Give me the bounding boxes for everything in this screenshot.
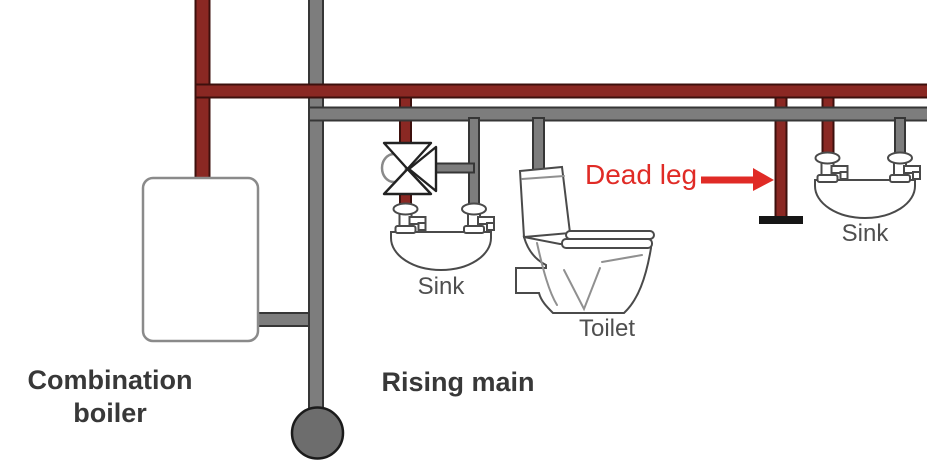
hot-faucet-icon xyxy=(392,202,427,234)
dead-leg-label: Dead leg xyxy=(585,159,698,190)
cold-faucet-icon xyxy=(887,151,921,183)
sink-basin xyxy=(390,231,492,271)
dead-leg-cap xyxy=(759,216,803,224)
hot-faucet-icon xyxy=(814,151,849,183)
sink-right-hot-pipe xyxy=(821,90,835,159)
mixing-valve-icon xyxy=(380,141,438,196)
sink-basin xyxy=(814,179,916,219)
rising-main-label: Rising main xyxy=(381,367,535,397)
toilet-figure xyxy=(515,165,655,314)
cold-main-pipe xyxy=(308,106,927,122)
sink-right xyxy=(814,151,921,219)
cold-water-pipes xyxy=(308,106,927,210)
sink-left-label: Sink xyxy=(417,273,465,300)
toilet-feed-pipe xyxy=(532,117,545,175)
rising-main-pipe xyxy=(251,0,345,460)
toilet-bowl xyxy=(515,235,652,314)
sink-left xyxy=(390,202,495,271)
toilet-label: Toilet xyxy=(578,315,636,342)
toilet-seat xyxy=(565,230,655,240)
combination-boiler xyxy=(141,176,260,343)
sink-right-label: Sink xyxy=(841,220,889,247)
dead-leg-arrow-icon xyxy=(701,168,774,191)
cold-faucet-icon xyxy=(461,202,495,234)
hot-main-pipe xyxy=(194,83,927,99)
rising-main-ball xyxy=(290,406,345,460)
combination-boiler-label: Combination boiler xyxy=(27,365,193,428)
